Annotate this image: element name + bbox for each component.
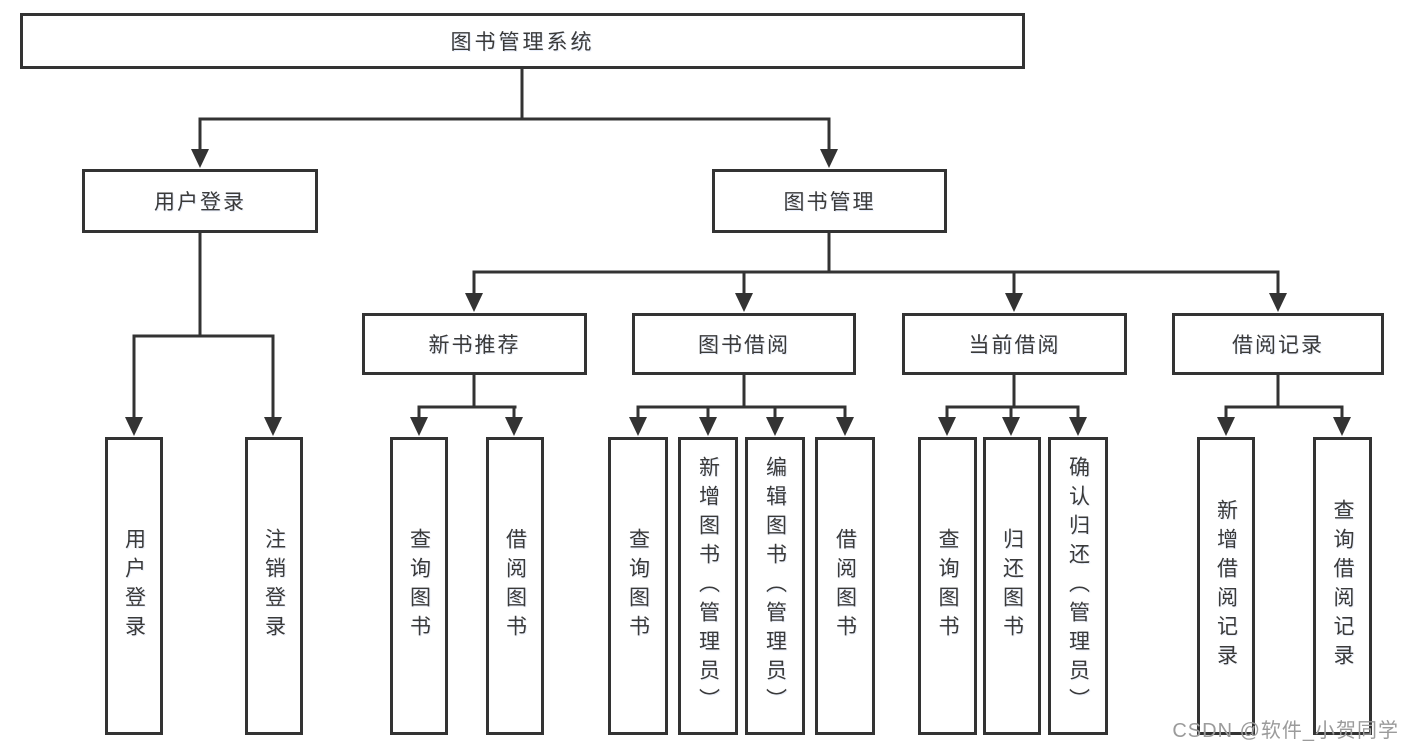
node-borrowing-records-label: 借阅记录 [1232, 334, 1324, 357]
leaf-add-borrow-record-label: 新增借阅记录 [1214, 499, 1238, 673]
node-book-management: 图书管理 [712, 169, 947, 233]
leaf-add-books-admin-label: 新增图书（管理员） [696, 455, 720, 717]
leaf-return-books: 归还图书 [983, 437, 1041, 735]
leaf-query-books-recommend-label: 查询图书 [407, 528, 431, 644]
leaf-query-books-current: 查询图书 [918, 437, 977, 735]
leaf-edit-books-admin-label: 编辑图书（管理员） [763, 455, 787, 717]
node-book-management-label: 图书管理 [783, 191, 876, 214]
leaf-query-borrow-record: 查询借阅记录 [1313, 437, 1372, 735]
leaf-add-books-admin: 新增图书（管理员） [678, 437, 738, 735]
node-new-book-recommendation-label: 新书推荐 [428, 334, 521, 357]
leaf-borrow-books-borrowing-label: 借阅图书 [833, 528, 857, 644]
leaf-query-books-current-label: 查询图书 [936, 528, 959, 644]
node-root: 图书管理系统 [20, 13, 1025, 69]
leaf-user-login: 用户登录 [105, 437, 163, 735]
leaf-edit-books-admin: 编辑图书（管理员） [745, 437, 805, 735]
node-new-book-recommendation: 新书推荐 [362, 313, 587, 375]
leaf-user-login-label: 用户登录 [122, 528, 146, 644]
node-borrowing-records: 借阅记录 [1172, 313, 1384, 375]
node-current-borrowing-label: 当前借阅 [968, 334, 1061, 357]
arrowheads [125, 149, 1351, 436]
node-user-login: 用户登录 [82, 169, 318, 233]
leaf-borrow-books-recommend: 借阅图书 [486, 437, 544, 735]
watermark: CSDN @软件_小贺同学 [1172, 720, 1399, 742]
leaf-confirm-return-admin-label: 确认归还（管理员） [1066, 455, 1090, 717]
leaf-query-books-recommend: 查询图书 [390, 437, 448, 735]
node-user-login-label: 用户登录 [154, 191, 246, 214]
node-current-borrowing: 当前借阅 [902, 313, 1127, 375]
leaf-logout: 注销登录 [245, 437, 303, 735]
leaf-add-borrow-record: 新增借阅记录 [1197, 437, 1255, 735]
node-root-label: 图书管理系统 [450, 31, 595, 54]
leaf-logout-label: 注销登录 [262, 528, 286, 644]
leaf-query-books-borrowing: 查询图书 [608, 437, 668, 735]
node-book-borrowing: 图书借阅 [632, 313, 856, 375]
leaf-confirm-return-admin: 确认归还（管理员） [1048, 437, 1108, 735]
leaf-return-books-label: 归还图书 [1000, 528, 1024, 644]
leaf-borrow-books-borrowing: 借阅图书 [815, 437, 875, 735]
leaf-query-borrow-record-label: 查询借阅记录 [1331, 499, 1354, 673]
leaf-query-books-borrowing-label: 查询图书 [626, 528, 650, 644]
leaf-borrow-books-recommend-label: 借阅图书 [503, 528, 527, 644]
node-book-borrowing-label: 图书借阅 [698, 334, 790, 357]
